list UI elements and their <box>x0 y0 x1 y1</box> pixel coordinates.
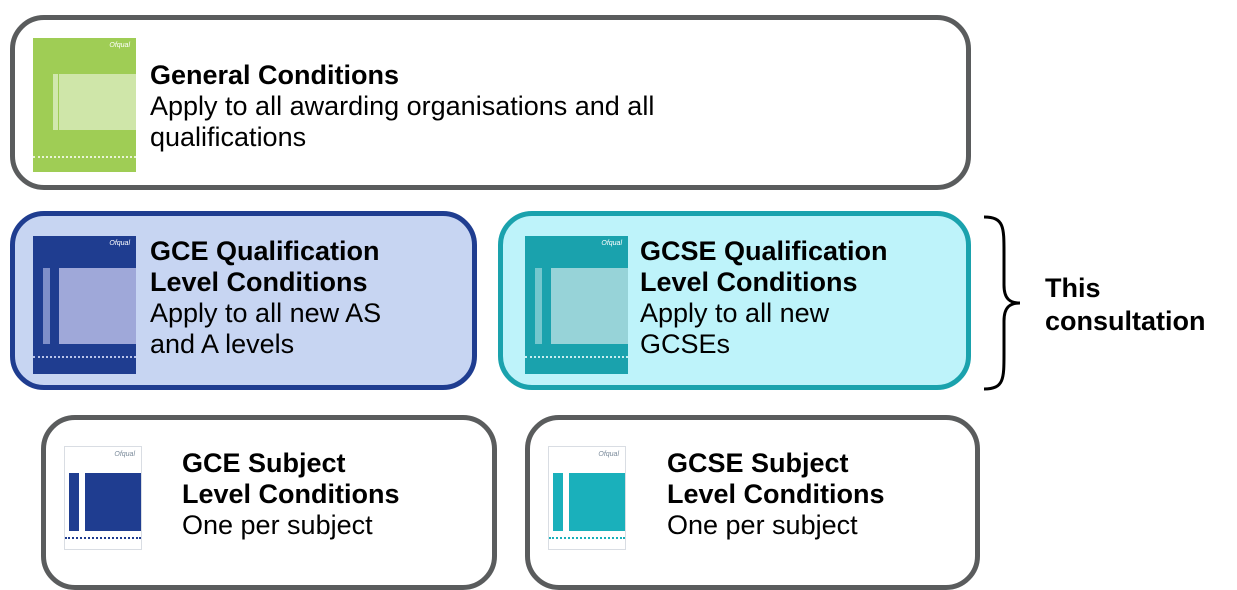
general-conditions-description-line2: qualifications <box>150 122 307 152</box>
gce-qualification-text: GCE Qualification Level Conditions Apply… <box>150 236 470 360</box>
gce-subject-description: One per subject <box>182 510 373 540</box>
document-brand: Ofqual <box>109 42 130 49</box>
gce-qualification-title-line2: Level Conditions <box>150 267 368 297</box>
gce-qualification-description-line2: and A levels <box>150 329 295 359</box>
document-brand: Ofqual <box>109 240 130 247</box>
gce-qualification-document-icon: Ofqual <box>33 236 136 374</box>
gcse-qualification-conditions-box: Ofqual GCSE Qualification Level Conditio… <box>498 211 971 390</box>
gce-subject-title-line2: Level Conditions <box>182 479 400 509</box>
gcse-qualification-title-line1: GCSE Qualification <box>640 236 888 266</box>
general-conditions-description-line1: Apply to all awarding organisations and … <box>150 91 655 121</box>
gce-subject-text: GCE Subject Level Conditions One per sub… <box>182 448 482 541</box>
gcse-qualification-document-icon: Ofqual <box>525 236 628 374</box>
gce-subject-conditions-box: Ofqual GCE Subject Level Conditions One … <box>41 415 497 590</box>
gcse-subject-title-line2: Level Conditions <box>667 479 885 509</box>
gcse-subject-title-line1: GCSE Subject <box>667 448 849 478</box>
general-conditions-title: General Conditions <box>150 60 400 90</box>
document-brand: Ofqual <box>601 240 622 247</box>
gcse-subject-text: GCSE Subject Level Conditions One per su… <box>667 448 967 541</box>
gce-subject-document-icon: Ofqual <box>64 446 142 550</box>
gcse-qualification-title-line2: Level Conditions <box>640 267 858 297</box>
gce-subject-title-line1: GCE Subject <box>182 448 346 478</box>
gce-qualification-description-line1: Apply to all new AS <box>150 298 382 328</box>
document-brand: Ofqual <box>114 451 135 458</box>
gcse-qualification-description-line2: GCSEs <box>640 329 731 359</box>
gcse-qualification-description-line1: Apply to all new <box>640 298 830 328</box>
general-conditions-document-icon: Ofqual <box>33 38 136 172</box>
gcse-subject-description: One per subject <box>667 510 858 540</box>
this-consultation-line1: This <box>1045 273 1101 303</box>
gce-qualification-conditions-box: Ofqual GCE Qualification Level Condition… <box>10 211 477 390</box>
gcse-subject-document-icon: Ofqual <box>548 446 626 550</box>
this-consultation-label: This consultation <box>1045 272 1206 338</box>
curly-brace-icon <box>983 215 1021 391</box>
general-conditions-box: Ofqual General Conditions Apply to all a… <box>10 15 971 190</box>
general-conditions-text: General Conditions Apply to all awarding… <box>150 60 930 153</box>
document-brand: Ofqual <box>598 451 619 458</box>
this-consultation-line2: consultation <box>1045 306 1206 336</box>
gcse-qualification-text: GCSE Qualification Level Conditions Appl… <box>640 236 960 360</box>
gce-qualification-title-line1: GCE Qualification <box>150 236 380 266</box>
gcse-subject-conditions-box: Ofqual GCSE Subject Level Conditions One… <box>525 415 980 590</box>
